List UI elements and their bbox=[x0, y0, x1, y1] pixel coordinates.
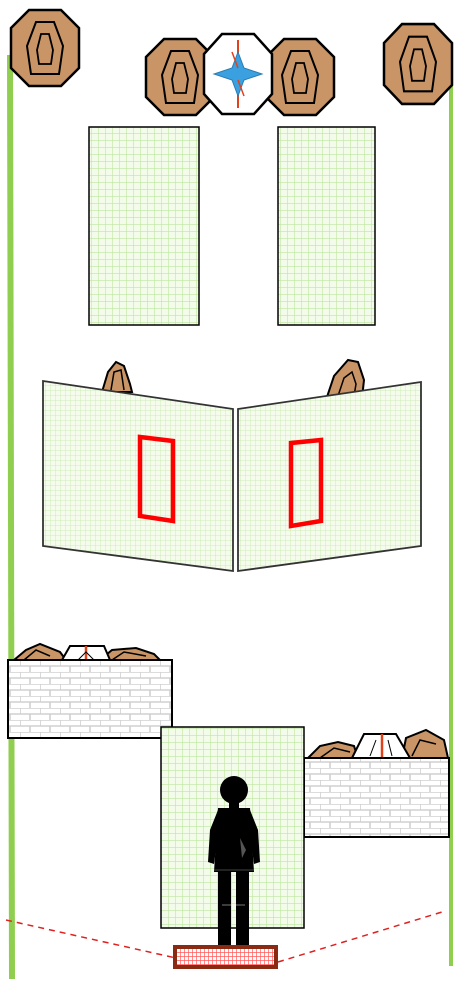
paper-target-icon bbox=[266, 39, 334, 115]
view-line-left bbox=[6, 920, 176, 958]
paper-target-icon bbox=[11, 10, 79, 86]
top-target-array bbox=[11, 10, 452, 115]
start-box-icon bbox=[175, 947, 276, 967]
mesh-wall-upper-left bbox=[89, 127, 199, 325]
fault-line-left bbox=[10, 55, 12, 979]
paper-target-icon bbox=[384, 24, 452, 104]
target-behind-left-wall bbox=[102, 362, 132, 392]
no-shoot-target-icon bbox=[204, 34, 272, 114]
barricade-left-targets bbox=[14, 644, 160, 660]
barricade-right-targets bbox=[308, 730, 448, 758]
brick-barricade-left bbox=[8, 660, 172, 738]
angled-mesh-wall-right bbox=[238, 382, 421, 571]
mesh-wall-upper-right bbox=[278, 127, 375, 325]
brick-barricade-right bbox=[304, 758, 449, 837]
